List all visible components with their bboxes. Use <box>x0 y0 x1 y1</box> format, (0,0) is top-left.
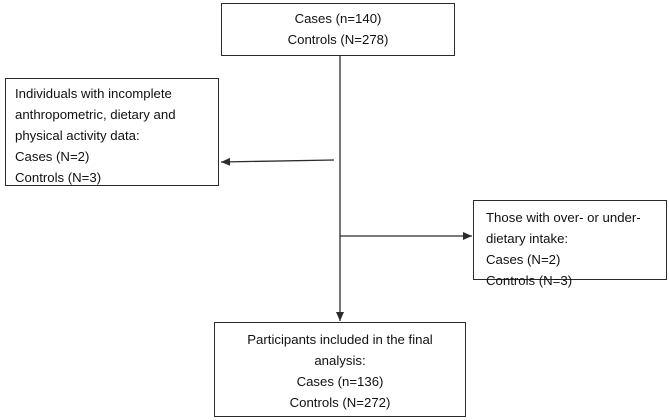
left-box-line-2: anthropometric, dietary and <box>15 107 176 122</box>
bottom-box-line-3: Cases (n=136) <box>296 374 384 389</box>
left-box-line-3: physical activity data: <box>15 128 140 143</box>
incomplete-data-exclusion-box: Individuals with incomplete anthropometr… <box>5 78 219 186</box>
total-participants-box: Cases (n=140) Controls (N=278) <box>221 3 455 56</box>
right-box-line-1: Those with over- or under- <box>486 210 641 225</box>
right-box-line-2: dietary intake: <box>486 231 569 246</box>
dietary-intake-exclusion-box: Those with over- or under- dietary intak… <box>473 200 667 288</box>
left-branch-arrow <box>220 157 335 166</box>
right-box-line-3: Cases (N=2) <box>486 252 561 267</box>
left-box-line-1: Individuals with incomplete <box>15 86 172 101</box>
final-analysis-box: Participants included in the final analy… <box>214 322 466 417</box>
top-box-line-1: Cases (n=140) <box>294 11 382 26</box>
bottom-box-line-2: analysis: <box>314 353 366 368</box>
top-box-line-2: Controls (N=278) <box>287 32 389 47</box>
left-box-line-5: Controls (N=3) <box>15 170 102 185</box>
right-box-line-4: Controls (N=3) <box>486 273 573 288</box>
left-box-line-4: Cases (N=2) <box>15 149 90 164</box>
bottom-box-line-1: Participants included in the final <box>247 332 433 347</box>
bottom-box-line-4: Controls (N=272) <box>289 395 391 410</box>
